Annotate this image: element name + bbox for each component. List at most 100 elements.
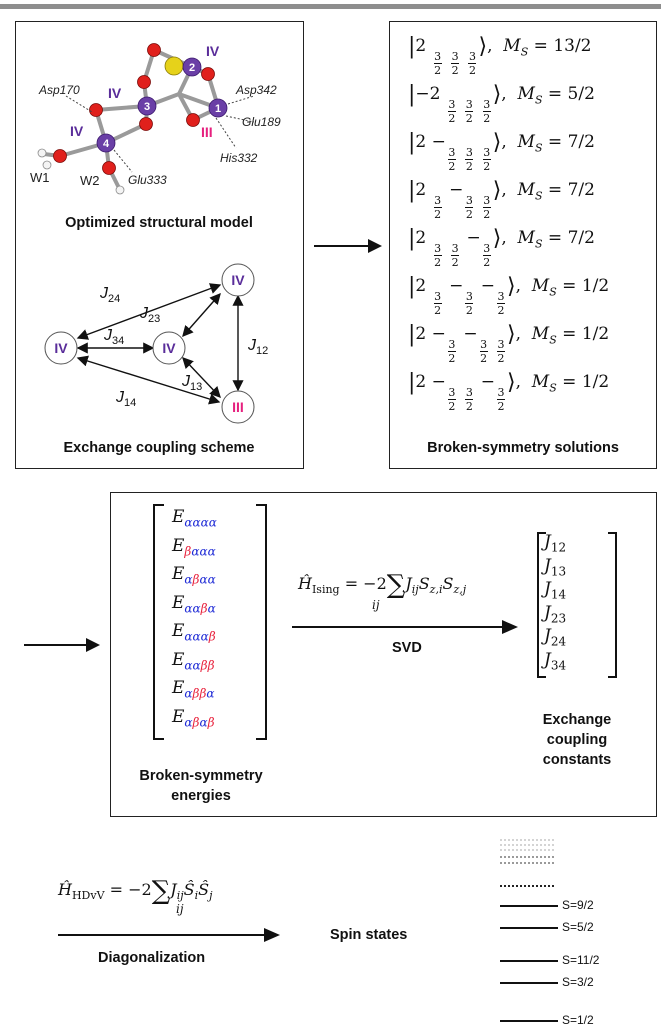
- spin-level-line: [500, 982, 558, 984]
- coupling-label-j34: J34: [103, 327, 124, 347]
- spin-level-label: S=9/2: [562, 898, 594, 912]
- energy-entry: Eβααα: [172, 535, 216, 558]
- coupling-vector-brackets: [537, 532, 617, 678]
- mn4-index: 4: [103, 138, 110, 150]
- residue-glu189: Glu189: [242, 115, 281, 129]
- bs-spin-sign: −: [431, 324, 446, 344]
- energy-entry: Eαββα: [172, 678, 215, 701]
- bs-lead-value: 2: [415, 180, 427, 200]
- couplings-caption-line-3: constants: [542, 752, 612, 768]
- bs-ms-value: 7/2: [567, 180, 595, 200]
- spin-level-label: S=5/2: [562, 920, 594, 934]
- mn2-oxidation: IV: [206, 43, 220, 59]
- bs-lead-value: 2: [415, 132, 427, 152]
- couplings-caption: Exchange coupling constants: [502, 710, 652, 770]
- spin-level-line: [500, 1020, 558, 1022]
- arrow-to-energies: [24, 638, 100, 652]
- energies-caption: Broken-symmetry energies: [139, 768, 263, 804]
- scheme-caption: Exchange coupling scheme: [63, 440, 255, 456]
- bs-spin-sign: −: [431, 372, 446, 392]
- energy-spin-pattern: αβαα: [184, 572, 216, 587]
- coupling-constant: J24: [544, 626, 567, 649]
- spin-level-label: S=1/2: [562, 1013, 594, 1027]
- mn2-index: 2: [189, 62, 195, 74]
- scheme-node-3: IV: [162, 340, 176, 356]
- energy-spin-pattern: αααα: [184, 515, 217, 530]
- energy-vector-brackets: [153, 504, 267, 740]
- hdvv-hamiltonian: ĤHDvV = −2∑JijŜiŜj: [58, 876, 213, 906]
- bs-lead-value: 2: [415, 372, 427, 392]
- hdvv-sum-index: ij: [176, 902, 184, 916]
- bs-spin-sign: −: [463, 324, 478, 344]
- coupling-label-j14: J14: [115, 389, 136, 409]
- bs-spin-sign: −: [449, 276, 464, 296]
- energy-spin-pattern: αααβ: [184, 629, 216, 644]
- ising-sum-index: ij: [372, 598, 380, 612]
- bs-lead-value: −2: [415, 84, 441, 104]
- mn3-index: 3: [144, 101, 150, 113]
- energy-spin-pattern: βααα: [184, 543, 216, 558]
- bs-spin-sign: −: [480, 276, 495, 296]
- energy-spin-pattern: αββα: [184, 686, 215, 701]
- coupling-constant: J13: [544, 555, 567, 578]
- spin-level-line: [500, 960, 558, 962]
- energy-spin-pattern: ααβα: [184, 600, 216, 615]
- energy-spin-pattern: ααββ: [184, 657, 215, 672]
- mn3-oxidation: IV: [108, 85, 122, 101]
- molecule-model: 1 2 3 4 IV IV IV III Asp170 Asp342 Glu18…: [30, 43, 281, 195]
- residue-glu333: Glu333: [128, 173, 167, 187]
- water-w2: W2: [80, 173, 100, 188]
- ising-hamiltonian: ĤIsing = −2∑JijSz,iSz,j: [298, 570, 467, 600]
- energy-entry: Eααβα: [172, 592, 216, 615]
- spin-level-line: [500, 927, 558, 929]
- water-w1: W1: [30, 170, 50, 185]
- energy-entry: Eααββ: [172, 649, 215, 672]
- bs-spin-sign: −: [449, 180, 464, 200]
- coupling-constant: J14: [544, 579, 567, 602]
- scheme-node-2: IV: [231, 272, 245, 288]
- bs-spin-sign: −: [431, 132, 446, 152]
- energy-entry: Eαβαβ: [172, 706, 215, 729]
- spin-states-label: Spin states: [330, 927, 408, 943]
- mn1-oxidation: III: [201, 124, 213, 140]
- svd-label: SVD: [392, 640, 422, 656]
- bs-spin-sign: −: [466, 228, 481, 248]
- coupling-constant: J34: [544, 649, 567, 672]
- bs-spin-sign: −: [480, 372, 495, 392]
- coupling-scheme-diagram: IV IV IV III J24 J23 J34 J12 J13 J14: [44, 263, 268, 424]
- bs-lead-value: 2: [415, 228, 427, 248]
- bs-lead-value: 2: [415, 324, 427, 344]
- bs-ms-value: 7/2: [567, 228, 595, 248]
- top-divider: [0, 4, 661, 9]
- coupling-label-j12: J12: [247, 337, 268, 357]
- bs-ms-value: 1/2: [581, 372, 610, 392]
- bs-ms-value: 1/2: [581, 324, 610, 344]
